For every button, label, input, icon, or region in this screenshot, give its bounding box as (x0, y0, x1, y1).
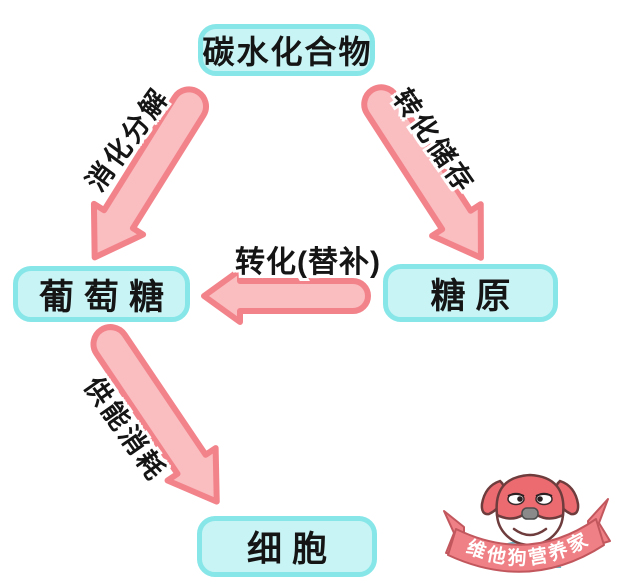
arrow-convert-store-icon (361, 84, 484, 261)
node-glycogen-label: 糖原 (430, 276, 521, 316)
banner-ribbon (447, 518, 605, 573)
edge-label-convert-backup: 转化(替补) (235, 246, 381, 279)
arrow-digest-breakdown-icon (90, 86, 209, 261)
mascot-mouth (512, 527, 548, 537)
mascot-nose (521, 507, 539, 520)
mascot-dog-logo: 维他狗营养家 (443, 473, 611, 573)
node-carbohydrate-label: 碳水化合物 (202, 34, 373, 70)
arrow-convert-backup-icon (201, 267, 371, 325)
mascot-pupil-left (517, 496, 523, 502)
mascot-eyelid-right (535, 493, 553, 497)
mascot-pupil-right (537, 496, 543, 502)
mascot-eyelid-left (507, 493, 525, 497)
node-cell-label: 细胞 (246, 530, 337, 569)
node-glucose: 葡萄糖 (13, 266, 190, 322)
node-cell: 细胞 (197, 516, 377, 577)
node-carbohydrate: 碳水化合物 (198, 24, 375, 76)
node-glycogen: 糖原 (383, 264, 558, 322)
node-glucose-label: 葡萄糖 (38, 277, 174, 317)
arrow-energy-consume-icon (90, 324, 220, 505)
